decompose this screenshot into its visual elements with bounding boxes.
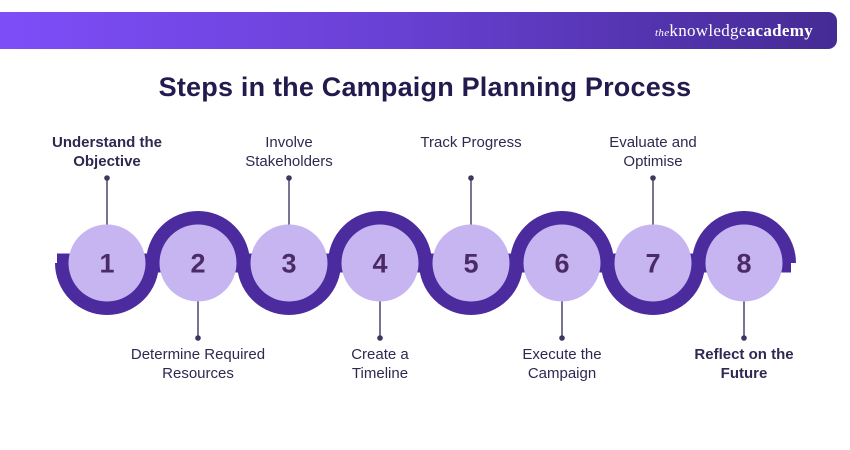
step-label-line: Optimise (623, 153, 683, 170)
step-circle-1 (68, 224, 146, 302)
step-number-4: 4 (372, 249, 387, 279)
step-label-line: Objective (73, 153, 141, 170)
step-circle-8 (705, 224, 783, 302)
connector-dot (741, 335, 747, 341)
step-label-line: Campaign (527, 365, 597, 382)
step-label-line: Understand the (51, 134, 163, 151)
step-circle-2 (159, 224, 237, 302)
connector-dot (650, 175, 656, 181)
step-label-line: Reflect on the (694, 346, 794, 363)
page-title: Steps in the Campaign Planning Process (158, 72, 692, 102)
step-label-line: Create a (351, 346, 409, 363)
process-ribbon (55, 211, 796, 315)
step-number-7: 7 (645, 249, 660, 279)
step-label-line: Stakeholders (245, 153, 333, 170)
step-circle-5 (432, 224, 510, 302)
connector-dot (559, 335, 565, 341)
step-circle-4 (341, 224, 419, 302)
connector-dot (195, 335, 201, 341)
step-label-line: Track Progress (420, 134, 522, 151)
knowledge-academy-logo: theknowledgeacademy (655, 21, 837, 41)
connector-dot (104, 175, 110, 181)
step-label-4: Create a Timeline (351, 345, 409, 383)
step-label-line: Evaluate and (609, 134, 697, 151)
connector-dot (468, 175, 474, 181)
step-number-6: 6 (554, 249, 569, 279)
step-number-5: 5 (463, 249, 478, 279)
step-label-5: Track Progress (420, 133, 521, 152)
step-label-line: Determine Required (130, 346, 266, 363)
step-number-2: 2 (190, 249, 205, 279)
step-label-line: Involve (265, 134, 313, 151)
brand-header-bar: theknowledgeacademy (0, 12, 837, 49)
step-number-8: 8 (736, 249, 751, 279)
step-label-line: Execute the (522, 346, 602, 363)
step-number-1: 1 (99, 249, 114, 279)
step-number-3: 3 (281, 249, 296, 279)
logo-the: the (655, 26, 670, 39)
step-label-line: Future (720, 365, 768, 382)
logo-knowledge: knowledge (669, 20, 747, 40)
step-label-line: Resources (162, 365, 234, 382)
connector-dot (286, 175, 292, 181)
step-circle-6 (523, 224, 601, 302)
step-circle-7 (614, 224, 692, 302)
connector-dot (377, 335, 383, 341)
step-circle-3 (250, 224, 328, 302)
step-label-line: Timeline (351, 365, 409, 382)
logo-academy: academy (746, 20, 813, 40)
